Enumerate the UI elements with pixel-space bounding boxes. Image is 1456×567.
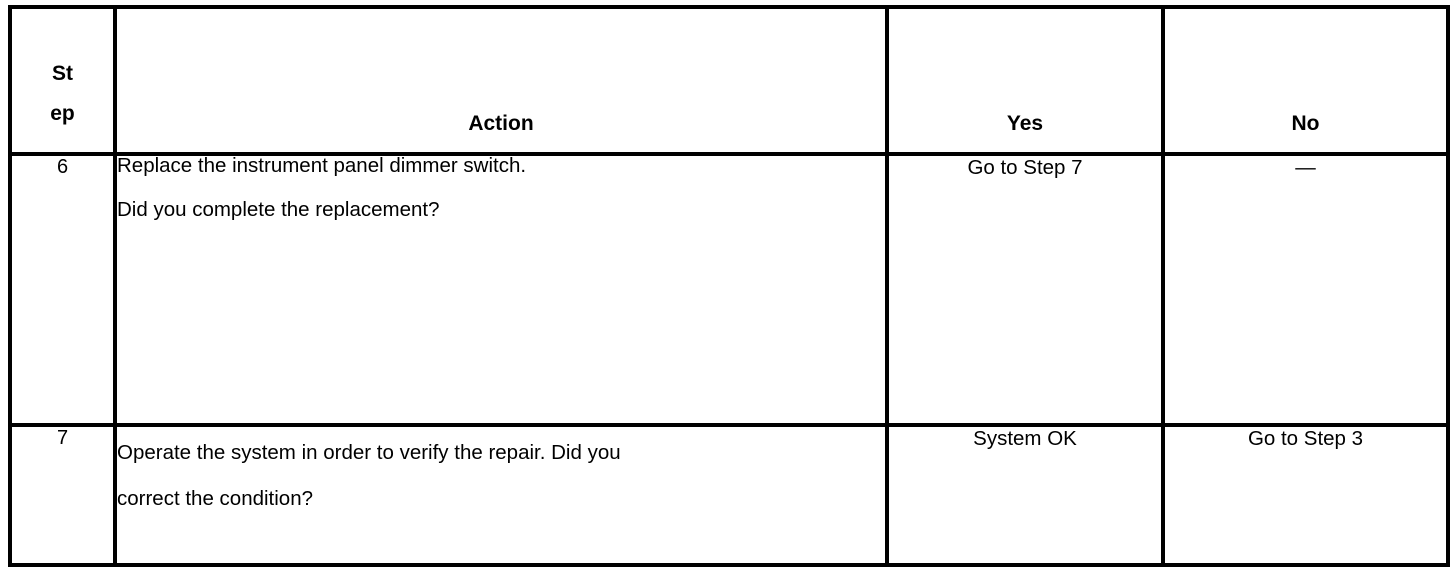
diagnostic-step-table: St ep Action Yes No 6 Replace the — [8, 5, 1450, 567]
cell-action-text: Replace the instrument panel dimmer swit… — [113, 152, 889, 427]
cell-yes-branch: System OK — [885, 423, 1165, 567]
column-header-yes-label: Yes — [1006, 112, 1044, 135]
column-header-action-label: Action — [468, 112, 534, 135]
cell-no-branch: Go to Step 3 — [1161, 423, 1450, 567]
table-row: 7 Operate the system in order to verify … — [8, 423, 1450, 567]
column-header-yes: Yes — [885, 5, 1165, 156]
action-line-2: correct the condition? — [117, 486, 314, 510]
column-header-action: Action — [113, 5, 889, 156]
cell-yes-branch: Go to Step 7 — [885, 152, 1165, 427]
column-header-step-line2: ep — [50, 102, 75, 125]
cell-action-text: Operate the system in order to verify th… — [113, 423, 889, 567]
column-header-no: No — [1161, 5, 1450, 156]
column-header-step: St ep — [8, 5, 117, 156]
action-line-2: Did you complete the replacement? — [117, 197, 440, 221]
cell-no-branch: — — [1161, 152, 1450, 427]
cell-step-number: 7 — [8, 423, 117, 567]
column-header-step-line1: St — [52, 62, 73, 85]
action-line-1: Operate the system in order to verify th… — [117, 441, 621, 464]
cell-step-number: 6 — [8, 152, 117, 427]
column-header-step-text: St ep — [12, 54, 113, 152]
table-header-row: St ep Action Yes No — [8, 5, 1450, 156]
column-header-no-label: No — [1291, 112, 1320, 135]
table-row: 6 Replace the instrument panel dimmer sw… — [8, 152, 1450, 427]
diagnostic-table-page: St ep Action Yes No 6 Replace the — [8, 5, 1450, 567]
action-line-1: Replace the instrument panel dimmer swit… — [117, 154, 527, 177]
